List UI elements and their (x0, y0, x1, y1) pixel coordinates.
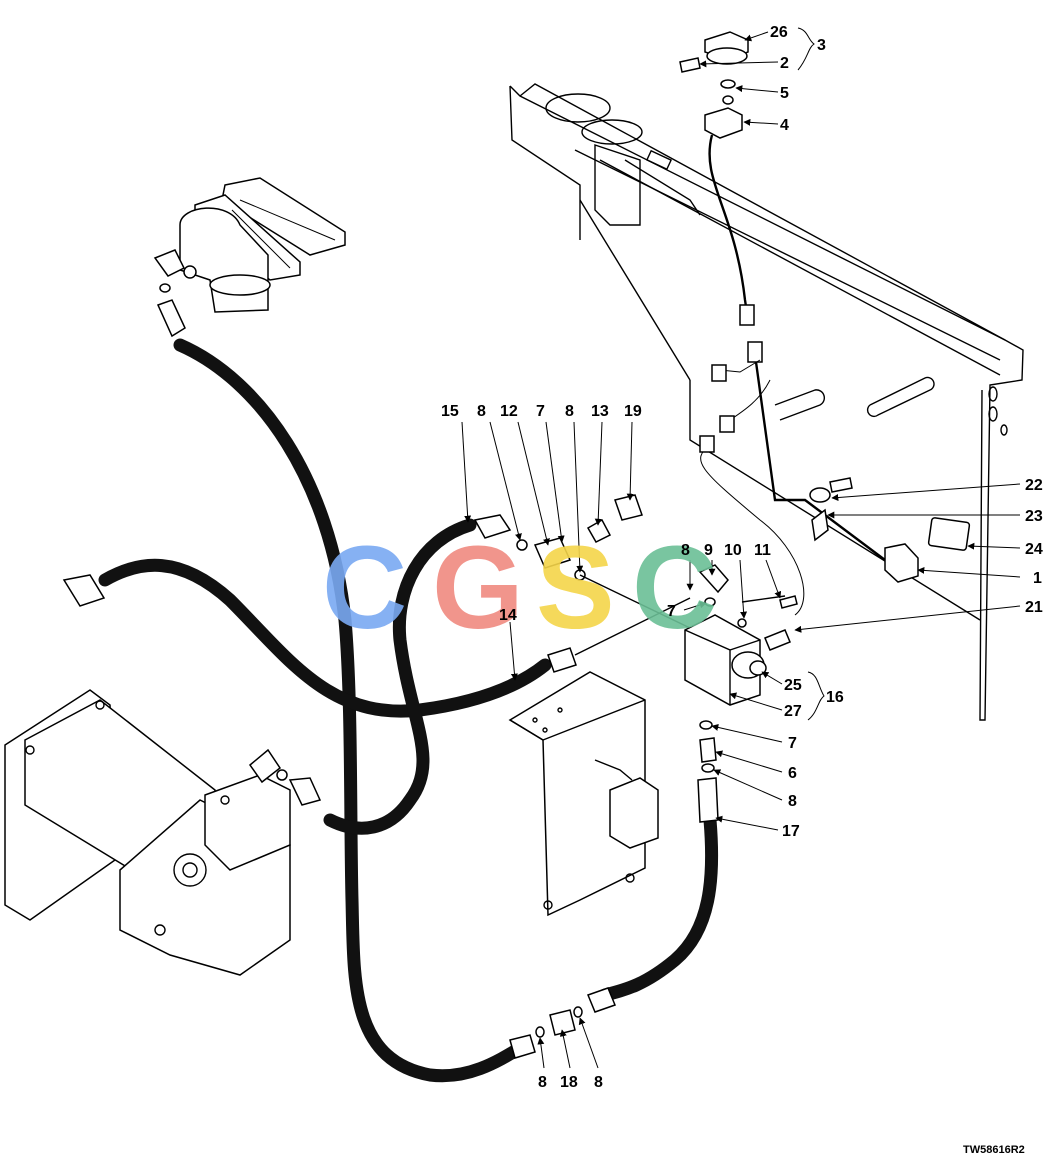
callout-10: 10 (724, 542, 742, 559)
callout-16: 16 (826, 689, 844, 706)
hoses (98, 338, 719, 1083)
frame-panel (509, 83, 1024, 721)
callout-8-b: 8 (565, 403, 574, 420)
callout-25: 25 (784, 677, 802, 694)
watermark-letter-3: S (536, 522, 615, 654)
callout-labels: 26 2 3 5 4 15 8 12 7 8 13 19 22 23 24 1 … (441, 24, 1043, 1091)
callout-5-top: 5 (780, 85, 789, 102)
callout-23: 23 (1025, 508, 1043, 525)
upper-fittings (473, 494, 691, 673)
callout-15: 15 (441, 403, 459, 420)
callout-7-c: 7 (788, 735, 797, 752)
watermark-letter-1: C (322, 522, 407, 654)
callout-21: 21 (1025, 599, 1043, 616)
callout-8-a: 8 (477, 403, 486, 420)
pedal-valve (62, 177, 346, 607)
watermark-letter-4: C (632, 522, 717, 654)
callout-14: 14 (499, 607, 517, 624)
callout-18: 18 (560, 1074, 578, 1091)
hydraulic-motor (4, 689, 322, 976)
leader-lines (461, 27, 1021, 1069)
callout-12: 12 (500, 403, 518, 420)
callout-1: 1 (1033, 570, 1042, 587)
callout-9: 9 (704, 542, 713, 559)
callout-24: 24 (1025, 541, 1043, 558)
callout-6: 6 (788, 765, 797, 782)
callout-27: 27 (784, 703, 802, 720)
callout-19: 19 (624, 403, 642, 420)
watermark-letter-2: G (432, 522, 524, 654)
lower-fittings (509, 987, 616, 1059)
callout-22: 22 (1025, 477, 1043, 494)
callout-26: 26 (770, 24, 788, 41)
callout-17: 17 (782, 823, 800, 840)
pressure-switch-assembly (679, 31, 971, 616)
callout-4: 4 (780, 117, 789, 134)
callout-8-e: 8 (538, 1074, 547, 1091)
callout-8-d: 8 (788, 793, 797, 810)
callout-7-b: 7 (667, 603, 676, 620)
callout-8-f: 8 (594, 1074, 603, 1091)
callout-13: 13 (591, 403, 609, 420)
callout-11: 11 (754, 542, 771, 559)
callout-8-c: 8 (681, 542, 690, 559)
watermark-logo: C G S C (322, 522, 717, 654)
mounting-bracket (508, 671, 659, 917)
callout-3: 3 (817, 37, 826, 54)
figure-id: TW58616R2 (963, 1144, 1025, 1156)
callout-7-a: 7 (536, 403, 545, 420)
callout-2-top: 2 (780, 55, 789, 72)
